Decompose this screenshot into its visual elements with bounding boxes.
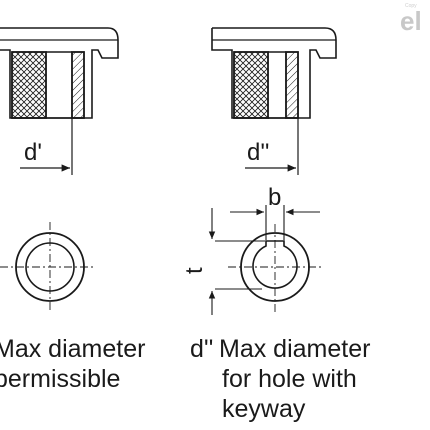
right-hole-view: [208, 205, 322, 315]
left-hole-view: [0, 222, 96, 312]
b-label: b: [268, 184, 281, 211]
right-caption-line3: keyway: [222, 395, 306, 423]
d-double-prime-label: d'': [247, 139, 270, 166]
left-caption-line2: permissible: [0, 365, 120, 393]
left-knob-section: [0, 27, 119, 175]
brand-logo-watermark: el: [400, 6, 422, 36]
t-label: t: [181, 267, 208, 274]
right-knob-section: [211, 27, 337, 175]
right-caption-line1: Max diameter: [219, 335, 370, 363]
right-caption-symbol: d'': [190, 335, 213, 363]
left-caption-line1: Max diameter: [0, 335, 145, 363]
right-caption-line2: for hole with: [222, 365, 357, 393]
copyright-watermark: Copy: [405, 3, 417, 9]
d-prime-label: d': [24, 139, 42, 166]
